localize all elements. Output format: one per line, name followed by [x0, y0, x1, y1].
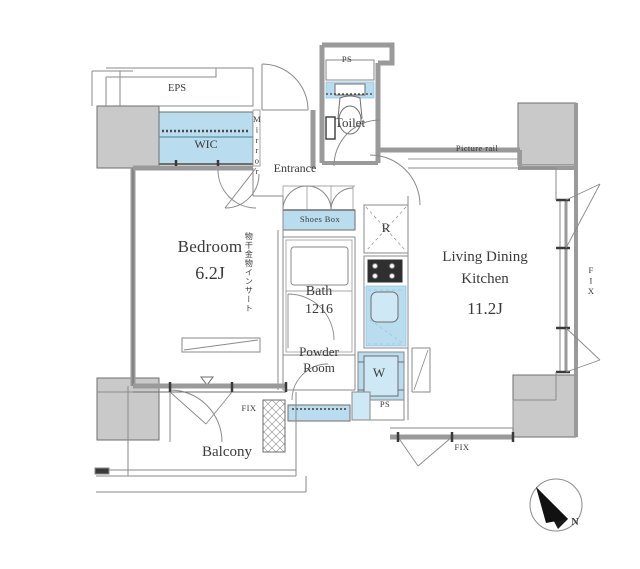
column-top-left	[96, 105, 160, 169]
column-bottom-right	[512, 374, 577, 438]
door-swings	[169, 63, 421, 443]
wall-structure	[96, 102, 577, 441]
fix-window-annotations	[169, 391, 453, 467]
door-marker-triangle	[200, 376, 214, 386]
bedroom-sliding-door-symbol	[181, 337, 261, 353]
outer-envelope	[130, 42, 578, 440]
balcony-area	[94, 382, 307, 493]
toilet-fixture	[325, 59, 375, 140]
interior-partitions	[91, 67, 431, 422]
compass-rose	[529, 478, 583, 532]
fix-window-bottom	[390, 427, 515, 442]
column-top-right	[517, 102, 577, 166]
fix-window-right	[556, 183, 601, 374]
ldk-walls	[408, 158, 557, 428]
